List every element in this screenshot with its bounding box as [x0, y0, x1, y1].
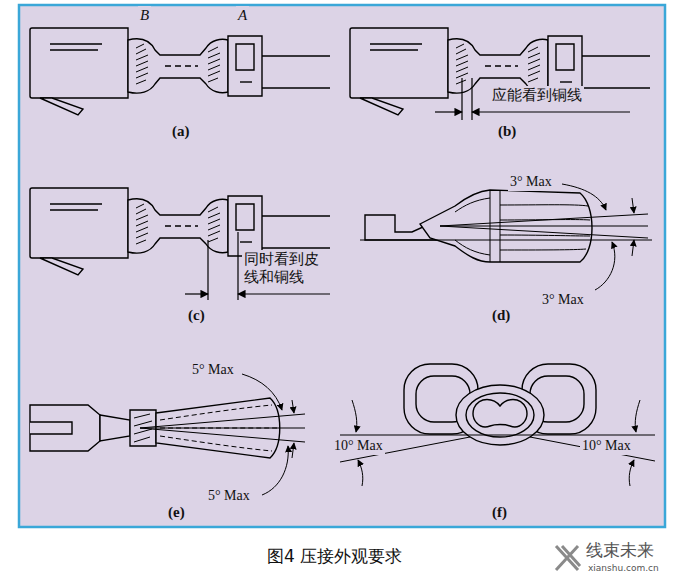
angle-limit: 5° Max: [190, 362, 236, 379]
panel-label: (a): [170, 122, 192, 140]
figure-caption: 图4 压接外观要求: [265, 546, 404, 566]
angle-limit: 10° Max: [332, 438, 385, 455]
panel-label: (e): [166, 503, 187, 521]
panel-label: (d): [490, 306, 512, 324]
panel-label: (f): [490, 503, 509, 521]
watermark: 线束未来: [584, 540, 656, 560]
part-letter: A: [236, 6, 249, 24]
dimension-note: 应能看到铜线: [490, 86, 584, 104]
dimension-note: 同时看到皮 线和铜线: [242, 250, 332, 286]
angle-limit: 10° Max: [580, 438, 633, 455]
angle-limit: 3° Max: [540, 292, 586, 309]
part-letter: B: [138, 6, 151, 24]
watermark: xianshu.com.cn: [586, 563, 661, 574]
angle-limit: 5° Max: [206, 488, 252, 505]
panel-label: (c): [186, 306, 207, 324]
panel-label: (b): [496, 122, 518, 140]
angle-limit: 3° Max: [508, 174, 554, 191]
